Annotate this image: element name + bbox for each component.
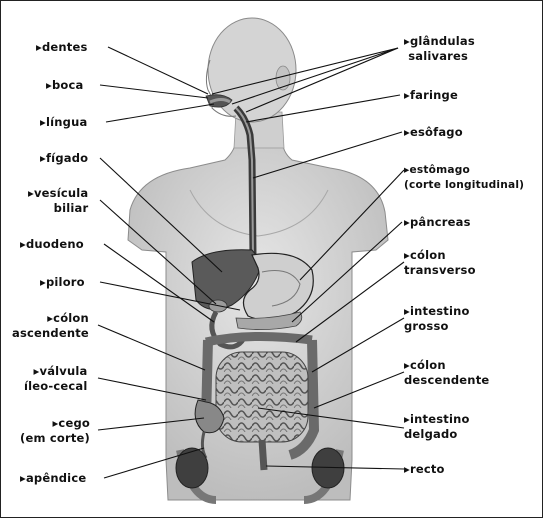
rectum-shape — [262, 440, 264, 470]
label-intestino-grosso: ▸intestino grosso — [404, 304, 470, 334]
label-faringe: ▸faringe — [404, 88, 458, 103]
label-figado: ▸fígado — [40, 151, 88, 166]
label-duodeno: ▸duodeno — [20, 237, 84, 252]
hip-shadow-left — [176, 448, 208, 488]
label-colon-transverso: ▸cólon transverso — [404, 248, 476, 278]
label-dentes: ▸dentes — [36, 40, 88, 55]
leader-dentes — [108, 47, 208, 94]
label-vesicula: ▸vesícula biliar — [28, 186, 88, 216]
label-estomago: ▸estômago (corte longitudinal) — [404, 163, 524, 193]
label-lingua: ▸língua — [40, 115, 87, 130]
label-esofago: ▸esôfago — [404, 125, 463, 140]
label-colon-descendente: ▸cólon descendente — [404, 358, 489, 388]
label-apendice: ▸apêndice — [20, 471, 86, 486]
label-piloro: ▸piloro — [40, 275, 85, 290]
label-valvula-ileo-cecal: ▸válvula íleo-cecal — [24, 364, 88, 394]
label-recto: ▸recto — [404, 462, 445, 477]
label-boca: ▸boca — [46, 78, 83, 93]
label-glandulas-salivares: ▸glândulas salivares — [404, 34, 475, 64]
label-intestino-delgado: ▸intestino delgado — [404, 412, 470, 442]
leader-lingua — [106, 104, 214, 122]
label-pancreas: ▸pâncreas — [404, 215, 471, 230]
label-colon-ascendente: ▸cólon ascendente — [12, 311, 89, 341]
small-intestine-shape — [216, 352, 308, 442]
label-cego: ▸cego (em corte) — [20, 416, 90, 446]
